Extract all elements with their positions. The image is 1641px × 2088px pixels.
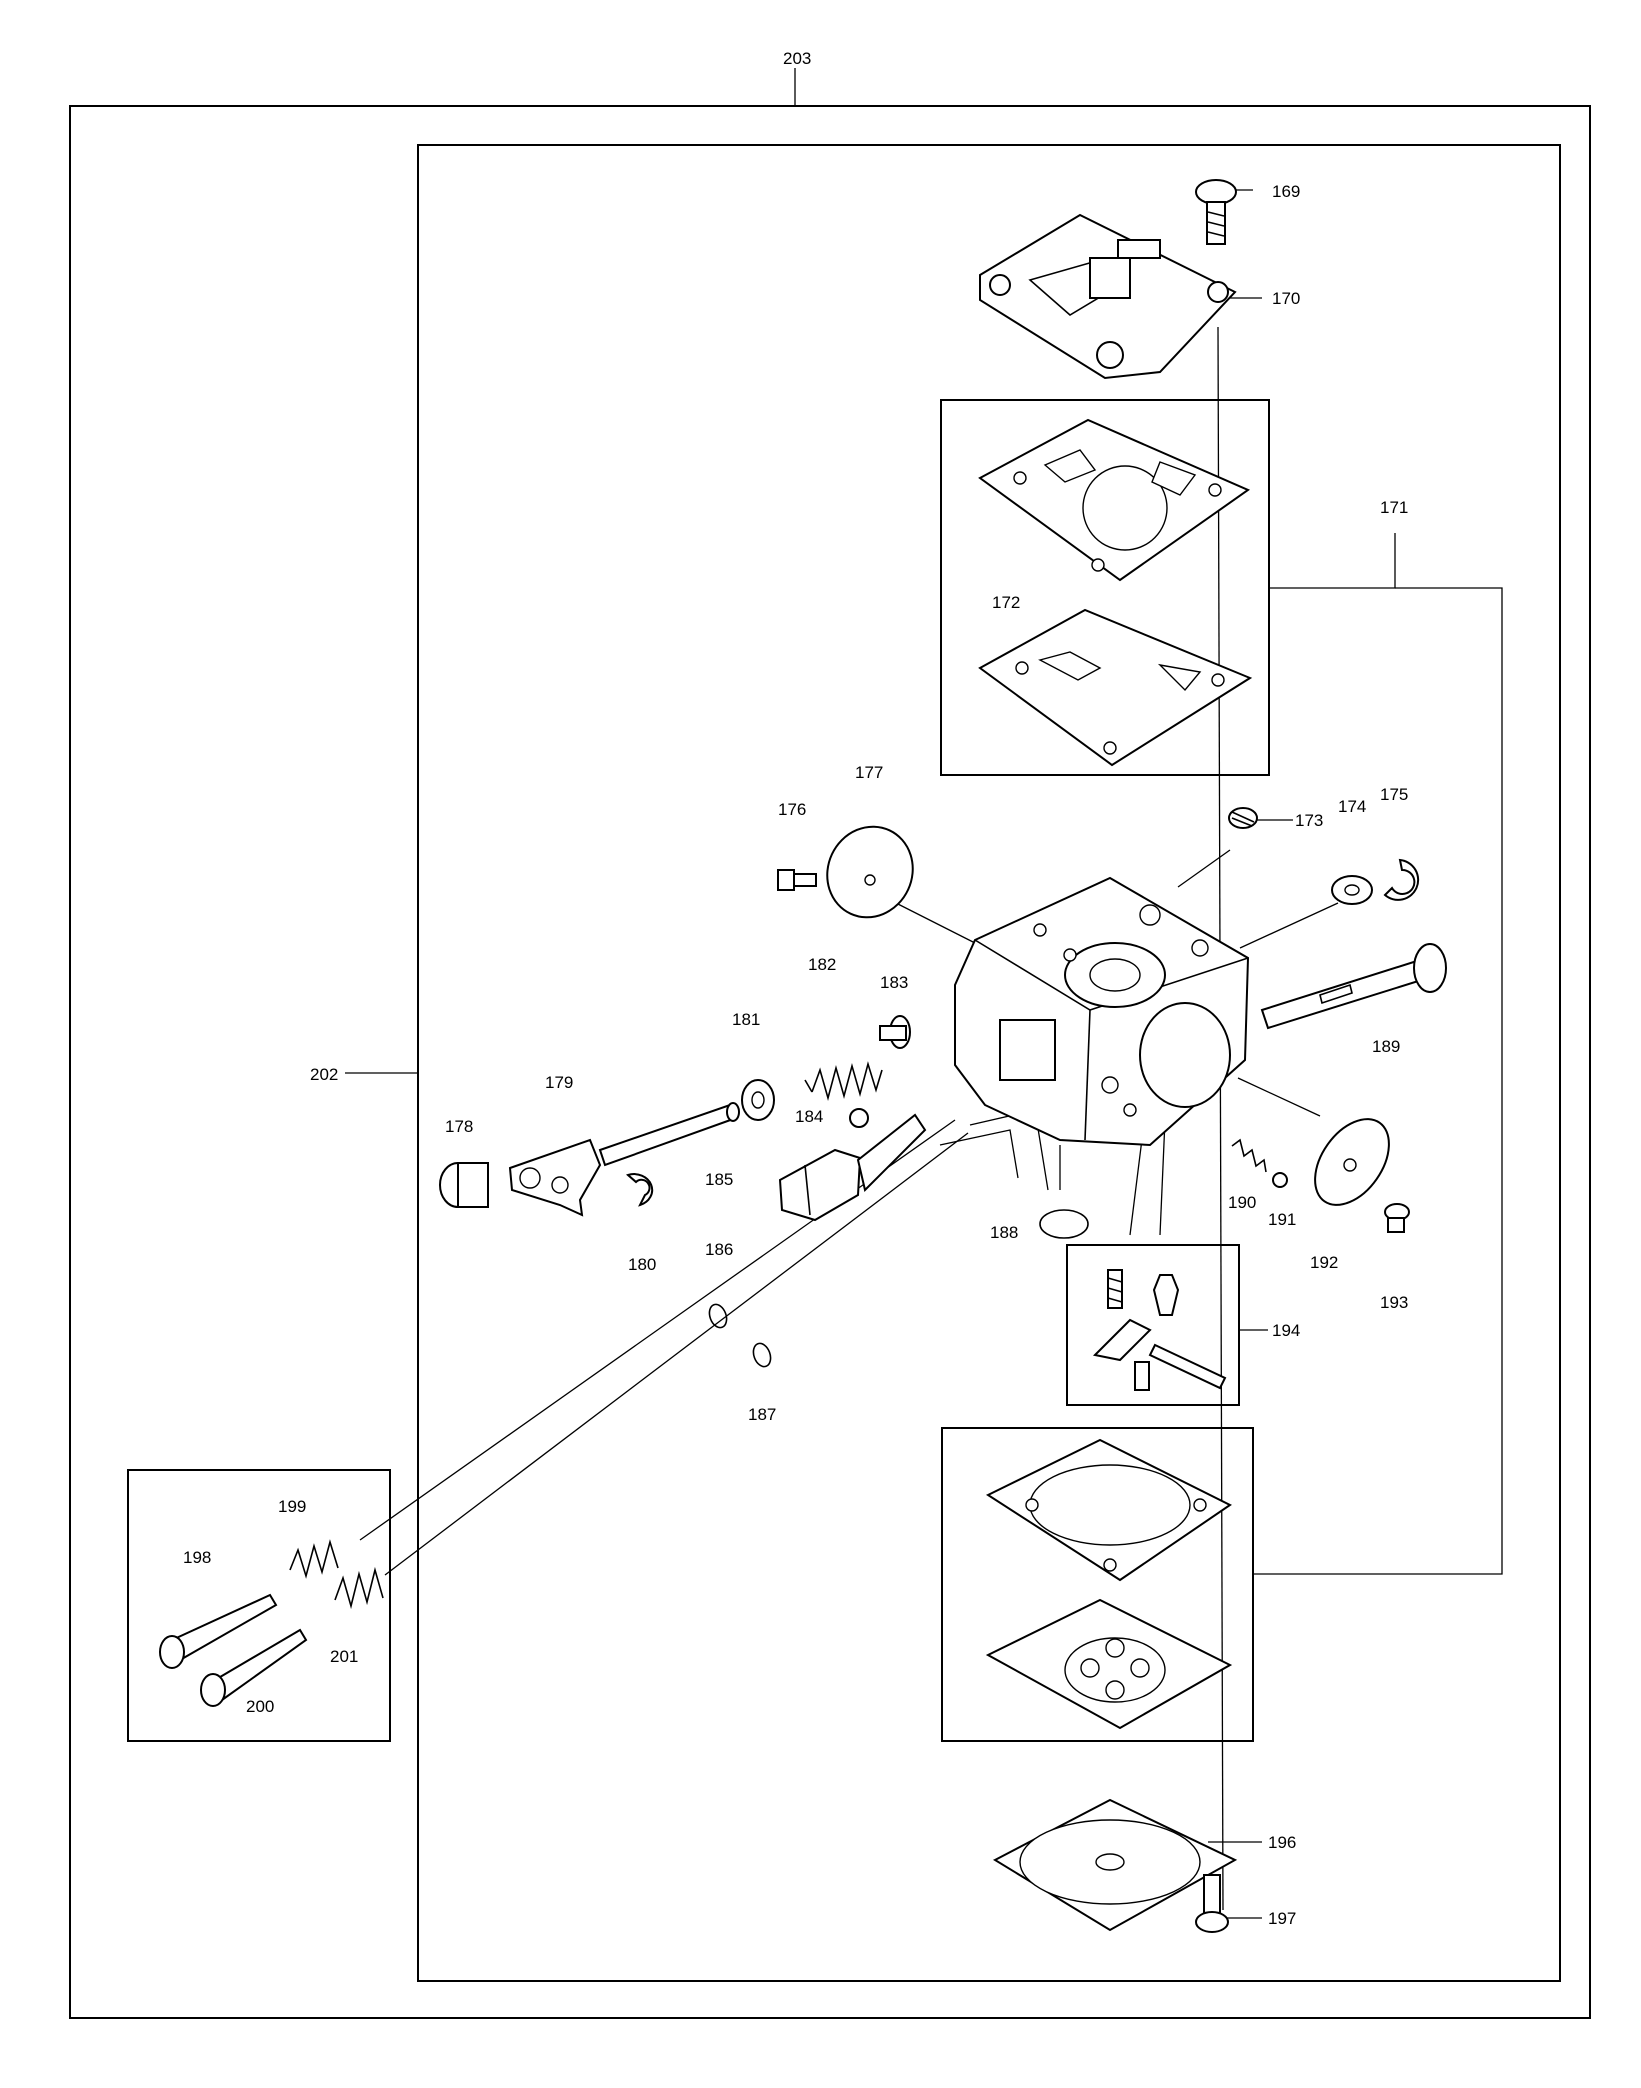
part-181-washer (741, 1079, 775, 1121)
label-191: 191 (1268, 1210, 1296, 1229)
part-192-plate (1314, 1118, 1390, 1206)
label-174: 174 (1338, 797, 1366, 816)
part-198-adjust-screw (159, 1593, 278, 1669)
gasket-group-box-171-bottom (941, 1427, 1254, 1742)
part-188-o-ring (1039, 1209, 1089, 1239)
part-189-pin (1260, 943, 1447, 1030)
label-200: 200 (246, 1697, 274, 1716)
label-182: 182 (808, 955, 836, 974)
label-171: 171 (1380, 498, 1408, 517)
label-176: 176 (778, 800, 806, 819)
part-169-screw (1195, 179, 1237, 245)
part-184-ball (849, 1108, 869, 1128)
part-171-gasket-upper (978, 418, 1251, 582)
label-185: 185 (705, 1170, 733, 1189)
label-172: 172 (992, 593, 1020, 612)
part-187-o-ring (752, 1342, 772, 1368)
part-178-choke-knob (439, 1162, 489, 1208)
label-180: 180 (628, 1255, 656, 1274)
label-197: 197 (1268, 1909, 1296, 1928)
label-198: 198 (183, 1548, 211, 1567)
label-196: 196 (1268, 1833, 1296, 1852)
part-190-spring (1231, 1138, 1267, 1173)
label-202: 202 (310, 1065, 338, 1084)
part-174-washer (1331, 875, 1373, 905)
label-170: 170 (1272, 289, 1300, 308)
part-194-needle-valve-kit (1092, 1269, 1227, 1391)
label-193: 193 (1380, 1293, 1408, 1312)
label-187: 187 (748, 1405, 776, 1424)
part-199-spring (289, 1539, 339, 1579)
part-200-adjust-screw (200, 1628, 308, 1707)
needle-group-box-194 (1066, 1244, 1240, 1406)
label-186: 186 (705, 1240, 733, 1259)
label-183: 183 (880, 973, 908, 992)
label-173: 173 (1295, 811, 1323, 830)
part-177-throttle-plate (826, 825, 914, 919)
label-178: 178 (445, 1117, 473, 1136)
part-179-choke-shaft-lever (508, 1102, 740, 1217)
part-180-clip (625, 1173, 654, 1207)
label-181: 181 (732, 1010, 760, 1029)
label-203: 203 (783, 49, 811, 68)
label-201: 201 (330, 1647, 358, 1666)
label-188: 188 (990, 1223, 1018, 1242)
part-170-pump-cover (979, 213, 1237, 380)
part-196-metering-cover (992, 1798, 1238, 1932)
label-169: 169 (1272, 182, 1300, 201)
inner-frame-202 (417, 144, 1561, 1982)
label-184: 184 (795, 1107, 823, 1126)
label-175: 175 (1380, 785, 1408, 804)
part-195-lower-gaskets (985, 1438, 1233, 1730)
label-189: 189 (1372, 1037, 1400, 1056)
label-179: 179 (545, 1073, 573, 1092)
part-197-screw (1195, 1874, 1229, 1933)
part-201-spring (334, 1566, 384, 1610)
part-176-screw (777, 869, 817, 891)
part-191-ball (1272, 1172, 1288, 1188)
part-175-e-clip (1383, 858, 1420, 901)
label-194: 194 (1272, 1321, 1300, 1340)
carburetor-body (954, 876, 1250, 1147)
label-190: 190 (1228, 1193, 1256, 1212)
label-177: 177 (855, 763, 883, 782)
part-173-filter-screen (1228, 807, 1258, 829)
label-199: 199 (278, 1497, 306, 1516)
part-185-needle-body (778, 1113, 927, 1222)
part-labels: 203 202 169 170 171 172 173 174 175 176 … (183, 49, 1408, 1928)
part-172-gasket-diaphragm (978, 608, 1253, 767)
part-186-o-ring (708, 1303, 728, 1329)
adjust-screws-box (127, 1469, 391, 1742)
outer-frame-203 (69, 105, 1591, 2019)
part-183-shaft (879, 1015, 911, 1049)
label-192: 192 (1310, 1253, 1338, 1272)
part-193-screw (1384, 1203, 1410, 1233)
part-182-spring (804, 1061, 883, 1102)
